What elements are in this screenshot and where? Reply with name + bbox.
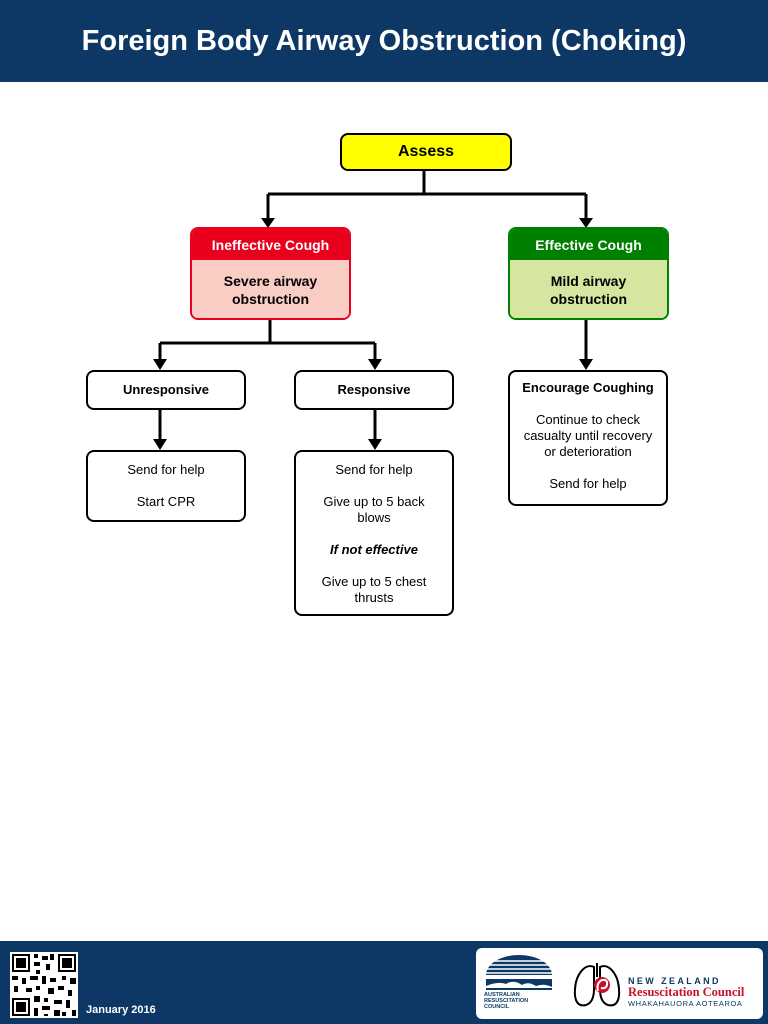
page-title: Foreign Body Airway Obstruction (Choking… <box>81 25 687 57</box>
logo-panel: AUSTRALIAN RESUSCITATION COUNCIL NEW ZEA… <box>476 948 763 1019</box>
nz-logo-line3: WHAKAHAUORA AOTEAROA <box>628 999 743 1008</box>
unresponsive-actions-box: Send for help Start CPR <box>86 450 246 522</box>
action-start-cpr: Start CPR <box>136 494 196 509</box>
action-continue-check: Continue to check casualty until recover… <box>523 412 653 459</box>
ineffective-cough-heading: Ineffective Cough <box>192 229 349 260</box>
qr-code-icon <box>10 952 78 1018</box>
encourage-coughing-title: Encourage Coughing <box>522 380 654 395</box>
action-send-for-help: Send for help <box>335 462 413 477</box>
responsive-box: Responsive <box>294 370 454 410</box>
encourage-coughing-box: Encourage Coughing Continue to check cas… <box>508 370 668 506</box>
mild-obstruction-label: Mild airway obstruction <box>510 260 667 318</box>
arc-logo-text: AUSTRALIAN RESUSCITATION COUNCIL <box>484 992 529 1010</box>
assess-box: Assess <box>340 133 512 171</box>
action-send-for-help: Send for help <box>549 476 627 491</box>
flowchart-connectors <box>153 171 593 450</box>
effective-cough-heading: Effective Cough <box>510 229 667 260</box>
severe-obstruction-label: Severe airway obstruction <box>192 260 349 318</box>
action-chest-thrusts: Give up to 5 chest thrusts <box>321 574 427 605</box>
revision-date: January 2016 <box>86 1004 156 1016</box>
nz-logo-line2: Resuscitation Council <box>628 985 745 999</box>
nz-logo-line1: NEW ZEALAND <box>628 976 721 986</box>
arc-logo-icon <box>484 955 554 990</box>
responsive-label: Responsive <box>337 382 411 397</box>
action-send-for-help: Send for help <box>127 462 205 477</box>
assess-label: Assess <box>397 143 455 160</box>
unresponsive-box: Unresponsive <box>86 370 246 410</box>
nz-lungs-logo-icon <box>573 963 621 1007</box>
action-back-blows: Give up to 5 back blows <box>323 494 425 525</box>
if-not-effective-label: If not effective <box>330 542 418 557</box>
responsive-actions-box: Send for help Give up to 5 back blows If… <box>294 450 454 616</box>
header-bar: Foreign Body Airway Obstruction (Choking… <box>0 0 768 82</box>
ineffective-cough-box: Ineffective Cough Severe airway obstruct… <box>190 227 351 320</box>
effective-cough-box: Effective Cough Mild airway obstruction <box>508 227 669 320</box>
unresponsive-label: Unresponsive <box>123 382 209 397</box>
footer-bar: January 2016 AUSTRALIAN RESUSCITATION CO… <box>0 941 768 1024</box>
